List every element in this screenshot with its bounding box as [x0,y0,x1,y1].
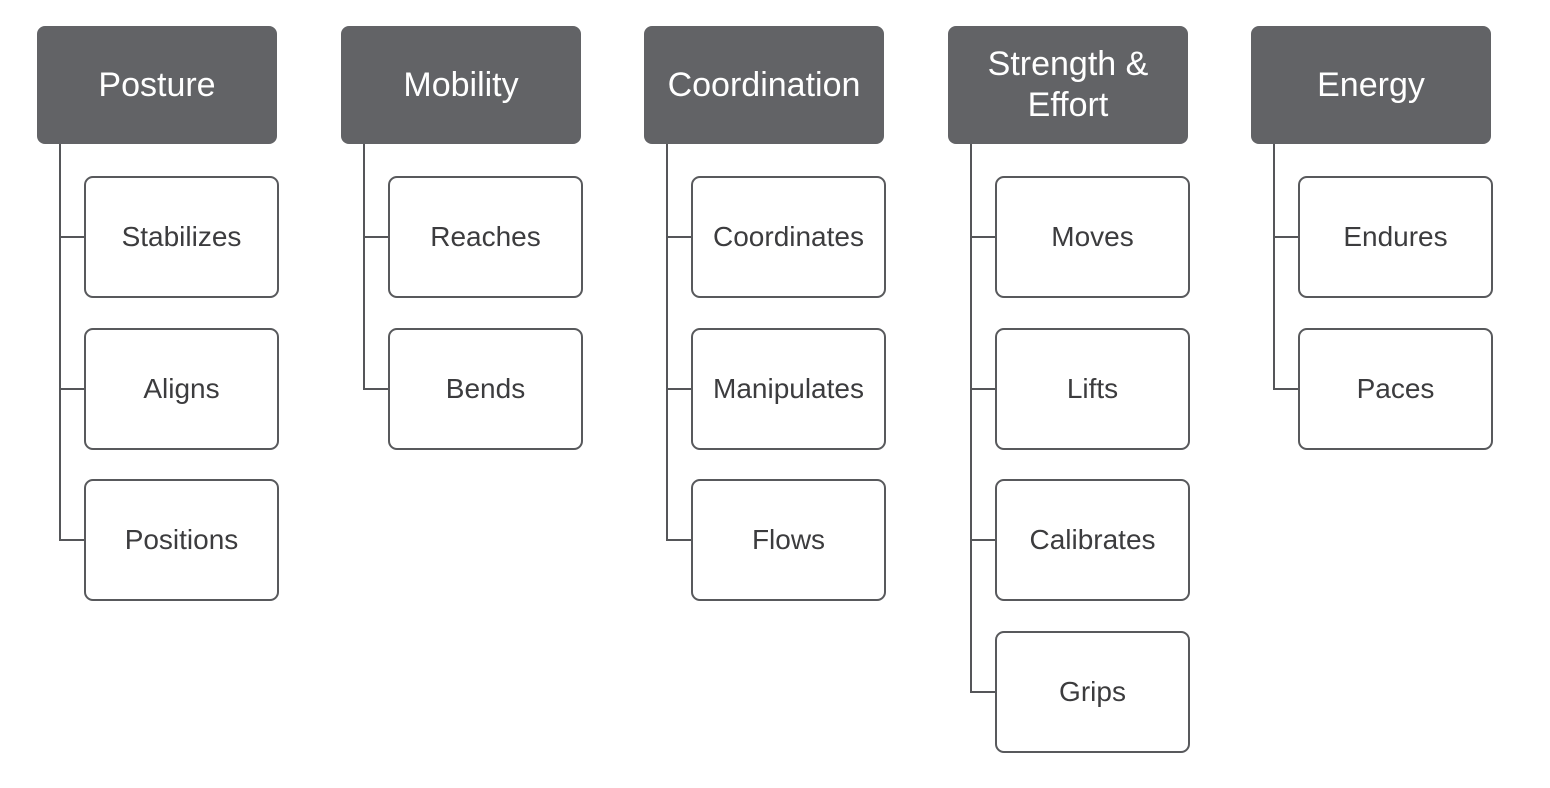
skill-box-paces: Paces [1298,328,1493,450]
category-header-coordination: Coordination [644,26,884,144]
category-column-coordination: Coordination Coordinates Manipulates Flo… [644,0,904,788]
category-column-posture: Posture Stabilizes Aligns Positions [37,0,297,788]
connector-branch [970,539,995,541]
connector-branch [666,539,691,541]
skill-box-bends: Bends [388,328,583,450]
skill-box-moves: Moves [995,176,1190,298]
connector-branch [59,388,84,390]
category-column-strength-effort: Strength & Effort Moves Lifts Calibrates… [948,0,1208,788]
connector-branch [1273,388,1298,390]
connector-line [59,144,61,541]
connector-branch [970,388,995,390]
skill-box-reaches: Reaches [388,176,583,298]
category-header-energy: Energy [1251,26,1491,144]
connector-branch [59,236,84,238]
connector-branch [1273,236,1298,238]
connector-branch [970,691,995,693]
skill-box-stabilizes: Stabilizes [84,176,279,298]
skill-box-positions: Positions [84,479,279,601]
connector-line [970,144,972,693]
category-column-mobility: Mobility Reaches Bends [341,0,601,788]
skill-box-lifts: Lifts [995,328,1190,450]
skill-box-endures: Endures [1298,176,1493,298]
connector-branch [666,236,691,238]
connector-branch [666,388,691,390]
category-header-posture: Posture [37,26,277,144]
skill-box-flows: Flows [691,479,886,601]
connector-line [1273,144,1275,390]
skill-box-manipulates: Manipulates [691,328,886,450]
connector-line [363,144,365,390]
skill-box-grips: Grips [995,631,1190,753]
skill-box-coordinates: Coordinates [691,176,886,298]
connector-branch [970,236,995,238]
connector-line [666,144,668,541]
connector-branch [59,539,84,541]
skill-box-calibrates: Calibrates [995,479,1190,601]
skill-box-aligns: Aligns [84,328,279,450]
connector-branch [363,236,388,238]
category-header-mobility: Mobility [341,26,581,144]
category-column-energy: Energy Endures Paces [1251,0,1511,788]
connector-branch [363,388,388,390]
category-header-strength-effort: Strength & Effort [948,26,1188,144]
